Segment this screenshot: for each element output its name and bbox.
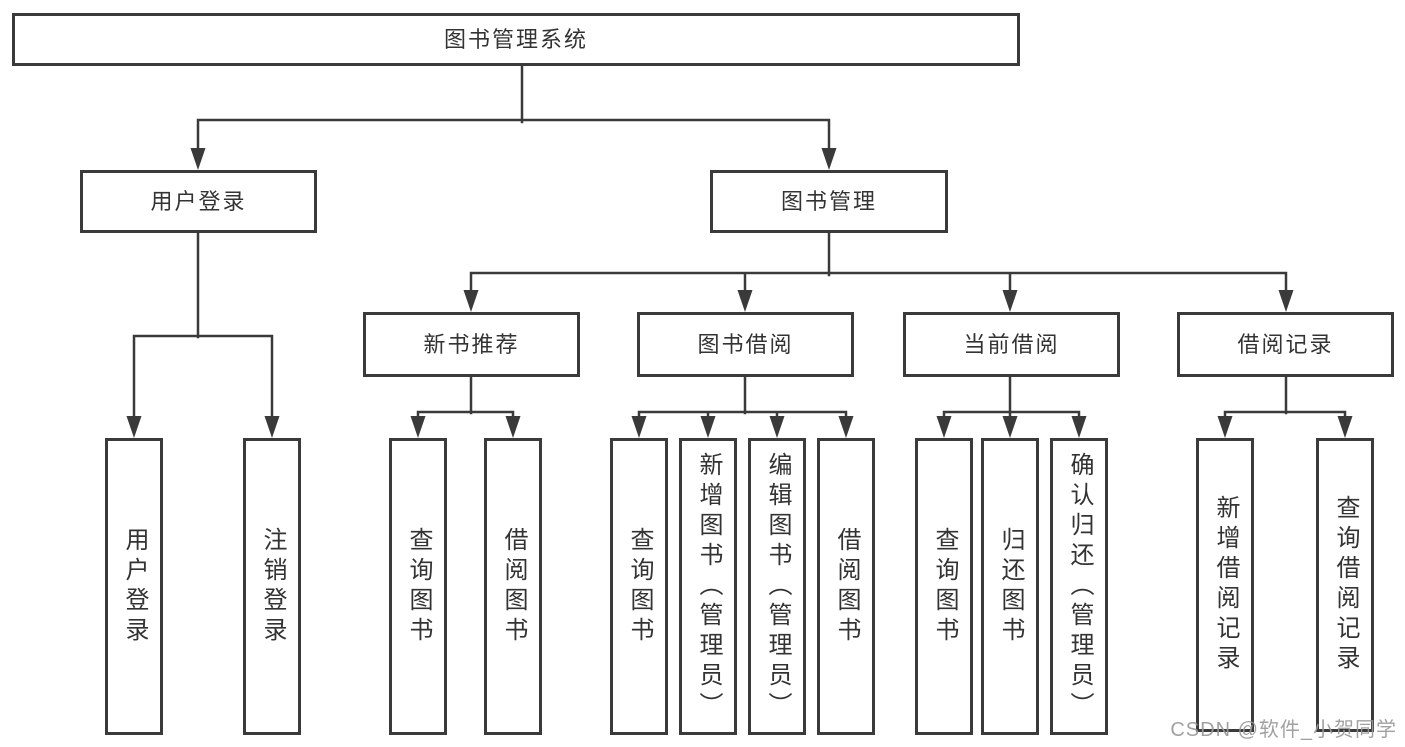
arrow-down-icon xyxy=(463,290,479,312)
arrow-down-icon xyxy=(1071,416,1087,438)
arrow-down-icon xyxy=(126,416,142,438)
node-borrow-record: 借阅记录 xyxy=(1177,312,1394,377)
node-current-borrow: 当前借阅 xyxy=(903,312,1120,377)
leaf-current-return-book: 归还图书 xyxy=(981,438,1039,735)
leaf-record-add-record: 新增借阅记录 xyxy=(1196,438,1254,732)
leaf-current-query-book: 查询图书 xyxy=(915,438,973,735)
arrow-down-icon xyxy=(1002,416,1018,438)
arrow-down-icon xyxy=(838,416,854,438)
node-library-management-system: 图书管理系统 xyxy=(12,13,1020,66)
arrow-down-icon xyxy=(700,416,716,438)
arrow-down-icon xyxy=(505,416,521,438)
leaf-borrow-query-book: 查询图书 xyxy=(610,438,668,735)
arrow-down-icon xyxy=(821,148,837,170)
node-user-login: 用户登录 xyxy=(80,170,317,233)
node-book-management: 图书管理 xyxy=(710,170,948,233)
arrow-down-icon xyxy=(936,416,952,438)
leaf-user-login: 用户登录 xyxy=(105,438,163,735)
leaf-borrow-borrow-book: 借阅图书 xyxy=(817,438,875,735)
arrow-down-icon xyxy=(190,148,206,170)
leaf-current-confirm-return-admin: 确认归还（管理员） xyxy=(1050,438,1108,735)
arrow-down-icon xyxy=(737,290,753,312)
leaf-newrec-borrow-book: 借阅图书 xyxy=(484,438,542,735)
watermark: CSDN @软件_小贺同学 xyxy=(1170,719,1397,741)
leaf-record-query-record: 查询借阅记录 xyxy=(1316,438,1374,732)
arrow-down-icon xyxy=(769,416,785,438)
leaf-borrow-edit-book-admin: 编辑图书（管理员） xyxy=(748,438,806,735)
arrow-down-icon xyxy=(1337,416,1353,438)
leaf-newrec-query-book: 查询图书 xyxy=(389,438,447,735)
leaf-borrow-add-book-admin: 新增图书（管理员） xyxy=(679,438,737,735)
arrow-down-icon xyxy=(410,416,426,438)
node-book-borrow: 图书借阅 xyxy=(637,312,854,377)
node-new-book-recommend: 新书推荐 xyxy=(363,312,580,377)
arrow-down-icon xyxy=(1278,290,1294,312)
arrow-down-icon xyxy=(264,416,280,438)
arrow-down-icon xyxy=(1217,416,1233,438)
arrow-down-icon xyxy=(631,416,647,438)
leaf-logout-login: 注销登录 xyxy=(243,438,301,735)
arrow-down-icon xyxy=(1002,290,1018,312)
